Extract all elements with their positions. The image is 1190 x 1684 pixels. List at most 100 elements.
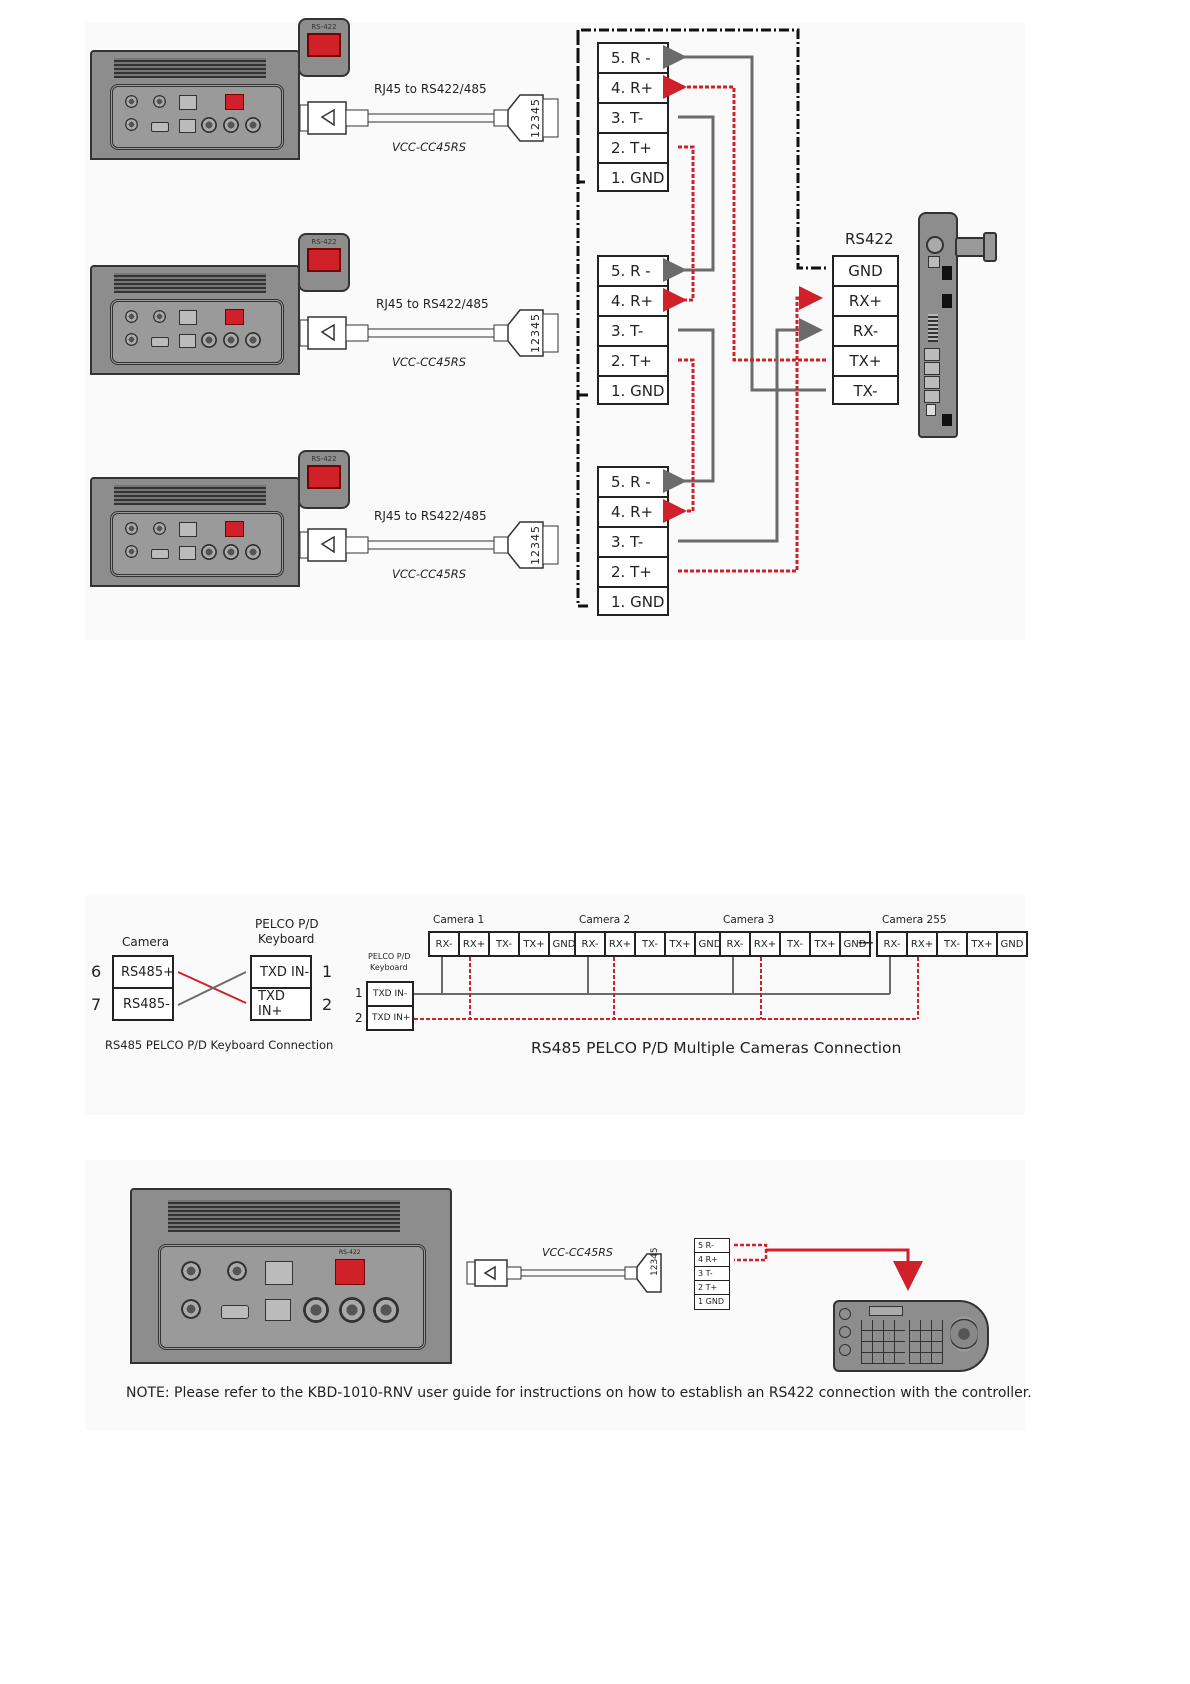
terminal-pin: 1. GND [611, 169, 665, 187]
rs422-pin: TX+ [834, 347, 897, 377]
right-keyboard-label: Keyboard [370, 963, 408, 972]
terminal-pin: 1. GND [611, 382, 665, 400]
cable-title: RJ45 to RS422/485 [374, 509, 487, 523]
bnc-connector-icon [223, 544, 239, 560]
terminal: RX- [878, 933, 908, 955]
button-grid-icon [909, 1320, 943, 1364]
left-caption: RS485 PELCO P/D Keyboard Connection [105, 1038, 334, 1052]
dip-switch-icon [928, 314, 938, 342]
terminal-pin: 2. T+ [599, 347, 667, 377]
vent-grille [114, 273, 266, 293]
bnc-connector-icon [201, 117, 217, 133]
cable-rj45-to-rs422 [299, 521, 559, 569]
terminal: GND [843, 938, 867, 950]
gray-wire [177, 971, 247, 1006]
camera-device [90, 50, 300, 160]
lemo-connector-icon [125, 95, 138, 108]
rs422-callout: RS-422 [298, 18, 350, 77]
camera-device [90, 265, 300, 375]
port-panel [110, 84, 284, 150]
pin-number: 7 [91, 995, 102, 1014]
vent-grille [114, 58, 266, 78]
terminal: RX+ [908, 933, 938, 955]
bnc-connector-icon [245, 332, 261, 348]
terminal: GND [698, 938, 722, 950]
terminal-pin: 3. T- [599, 104, 667, 134]
camera-rs485-block: RS485+ RS485- [112, 955, 174, 1021]
joystick-cap-icon [983, 232, 997, 262]
button-grid-icon [861, 1320, 905, 1364]
camera3-terminal-block: 5. R - 4. R+ 3. T- 2. T+ 1. GND [597, 466, 669, 616]
lemo-connector-icon [125, 333, 138, 346]
terminal: TX+ [666, 933, 696, 955]
cable-rj45-to-rs422 [299, 94, 559, 142]
terminal-pin: 5. R - [599, 257, 667, 287]
knob-icon [839, 1308, 851, 1320]
cable-model: VCC-CC45RS [392, 355, 467, 369]
usb-port-icon [926, 404, 936, 416]
rs422-port-icon [307, 33, 341, 57]
lemo-connector-icon [153, 95, 166, 108]
rj45-port-icon [924, 390, 940, 403]
lemo-connector-icon [125, 310, 138, 323]
terminal: TX+ [520, 933, 550, 955]
red-drop [469, 957, 919, 1019]
lemo-connector-icon [125, 545, 138, 558]
lemo-connector-icon [153, 310, 166, 323]
terminal-pin: 3 T- [695, 1267, 729, 1281]
terminal: RX+ [460, 933, 490, 955]
terminal-pin: 5. R - [599, 44, 667, 74]
terminal: RX- [430, 933, 460, 955]
keyboard-controller [833, 1300, 989, 1372]
vent-grille [168, 1200, 400, 1232]
terminal-pin: 1 GND [698, 1297, 724, 1306]
terminal-pin: 4. R+ [599, 74, 667, 104]
cable-rj45-to-rs422 [299, 309, 559, 357]
rs422-pin: RX- [834, 317, 897, 347]
vent-grille [114, 485, 266, 505]
rs422-port-icon [307, 248, 341, 272]
red-wire [663, 145, 695, 312]
terminal: TX+ [968, 933, 998, 955]
rs422-port-icon [225, 521, 244, 537]
button-icon [942, 414, 952, 426]
red-wire [663, 75, 826, 362]
gray-wire [663, 45, 826, 392]
gray-wire [663, 328, 715, 493]
callout-label: RS-422 [311, 23, 337, 31]
rs422-pin: GND [834, 257, 897, 287]
terminal-pin: 2 T+ [695, 1281, 729, 1295]
rs422-port-icon [335, 1259, 365, 1285]
red-wire [678, 286, 823, 573]
right-keyboard-block: TXD IN- TXD IN+ [366, 981, 414, 1031]
terminal-pin: 3. T- [599, 528, 667, 558]
port-label: RS-422 [339, 1249, 361, 1256]
terminal: TX- [938, 933, 968, 955]
pin-number: 6 [91, 962, 102, 981]
terminal: TX- [781, 933, 811, 955]
lan-port-icon [265, 1261, 293, 1285]
cable-model: VCC-CC45RS [392, 567, 467, 581]
bnc-connector-icon [201, 332, 217, 348]
button-icon [942, 294, 952, 308]
terminal-pin: 4 R+ [695, 1253, 729, 1267]
red-wire [766, 1248, 923, 1291]
terminal-pin: 1. GND [611, 593, 665, 611]
rj45-port-icon [924, 362, 940, 375]
rs422-pin: TX- [853, 382, 878, 400]
rs422-pin: RX+ [834, 287, 897, 317]
terminal-block-small: 5 R- 4 R+ 3 T- 2 T+ 1 GND [694, 1238, 730, 1310]
terminal: RX+ [751, 933, 781, 955]
bnc-connector-icon [303, 1297, 329, 1323]
lemo-connector-icon [153, 522, 166, 535]
right-keyboard-label: PELCO P/D [368, 952, 411, 961]
terminal-pin: 3. T- [599, 317, 667, 347]
gnd-wire [576, 30, 588, 608]
terminal-pin: 5 R- [695, 1239, 729, 1253]
pin-number: 1 [355, 986, 363, 1000]
camera-device [90, 477, 300, 587]
camera-name: Camera 3 [723, 914, 775, 926]
gray-wire [663, 115, 715, 282]
bnc-connector-icon [201, 544, 217, 560]
lan-port-icon [179, 522, 197, 537]
